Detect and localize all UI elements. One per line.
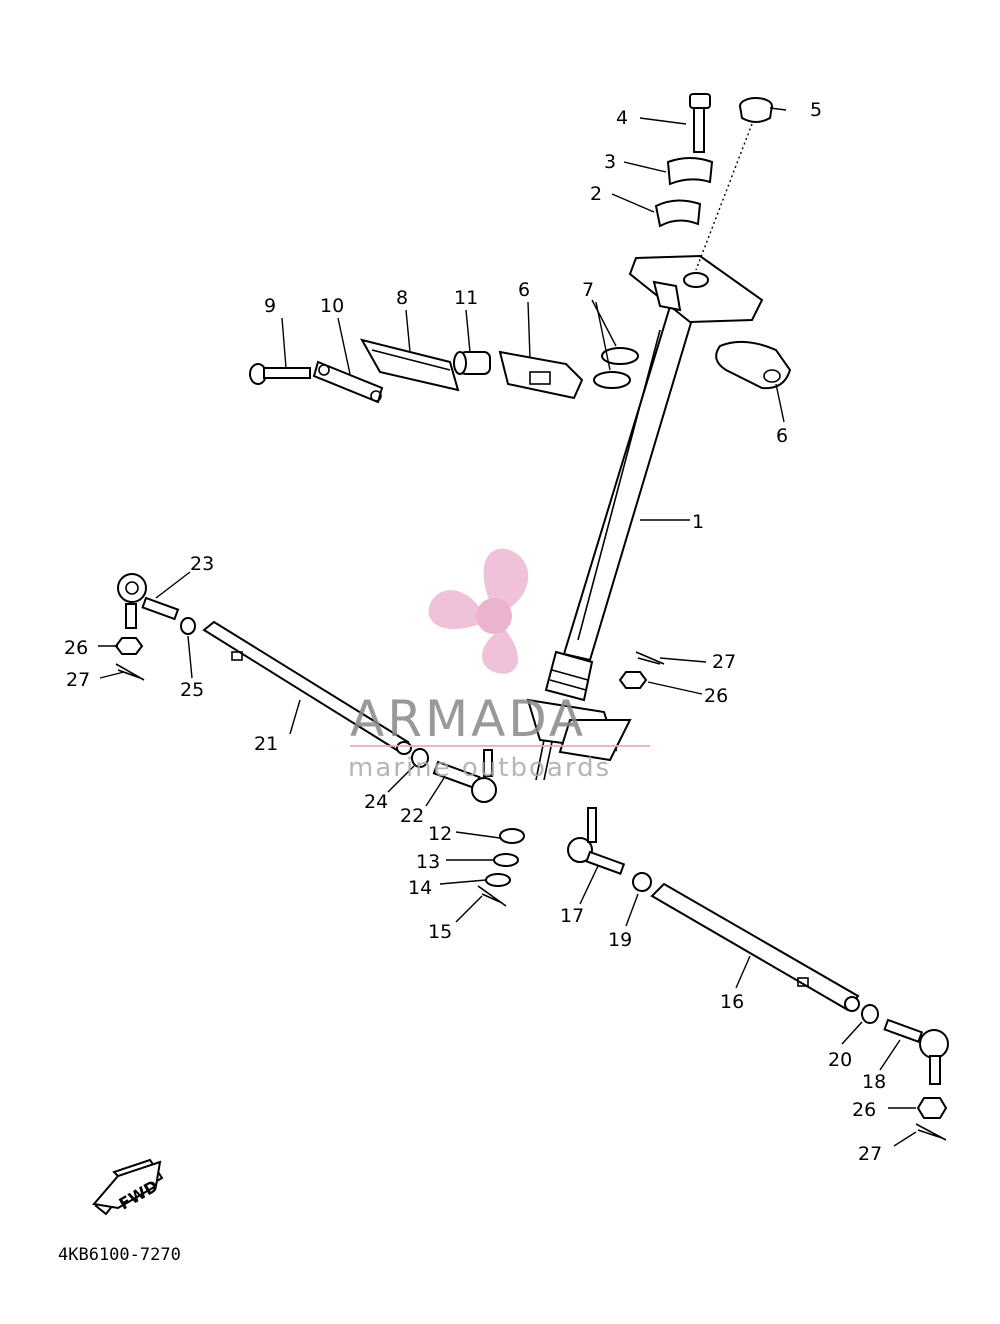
- nut-26-left[interactable]: [114, 637, 144, 655]
- callout-20: 20: [828, 1049, 852, 1071]
- cotter-pin-15[interactable]: [477, 885, 507, 907]
- cotter-pin-27-center[interactable]: [635, 651, 665, 665]
- callout-14: 14: [408, 877, 432, 899]
- callout-12: 12: [428, 823, 452, 845]
- cotter-pin-27-left[interactable]: [115, 663, 145, 681]
- nut-24[interactable]: [411, 748, 429, 768]
- callout-18: 18: [862, 1071, 886, 1093]
- clamp-6-left[interactable]: [498, 350, 584, 400]
- document-id: 4KB6100-7270: [58, 1245, 181, 1265]
- callout-8: 8: [396, 287, 408, 309]
- washer-14[interactable]: [485, 873, 511, 887]
- tie-rod-end-23[interactable]: [117, 573, 180, 629]
- bolt-9[interactable]: [249, 363, 311, 385]
- callout-27-right: 27: [858, 1143, 882, 1165]
- callout-17: 17: [560, 905, 584, 927]
- nut-20[interactable]: [861, 1004, 879, 1024]
- callout-27-left: 27: [66, 669, 90, 691]
- callout-6-right: 6: [776, 425, 788, 447]
- callout-13: 13: [416, 851, 440, 873]
- callout-26-right: 26: [852, 1099, 876, 1121]
- plate-8[interactable]: [359, 338, 460, 392]
- callout-26-center: 26: [704, 685, 728, 707]
- callout-7: 7: [582, 279, 594, 301]
- callout-3: 3: [604, 151, 616, 173]
- callout-4: 4: [616, 107, 628, 129]
- nut-19[interactable]: [632, 872, 652, 892]
- callout-19: 19: [608, 929, 632, 951]
- callout-27-center: 27: [712, 651, 736, 673]
- tie-rod-end-18[interactable]: [883, 1018, 949, 1085]
- leader-lines: [98, 107, 917, 1147]
- collar-lower-half[interactable]: [654, 199, 702, 228]
- washer-25[interactable]: [180, 617, 196, 635]
- callout-23: 23: [190, 553, 214, 575]
- callout-16: 16: [720, 991, 744, 1013]
- bolt[interactable]: [689, 93, 711, 153]
- steering-column-plate[interactable]: [628, 254, 764, 324]
- callout-6-left: 6: [518, 279, 530, 301]
- nut-12[interactable]: [499, 828, 525, 844]
- callout-24: 24: [364, 791, 388, 813]
- watermark: ARMADA marine outboards: [348, 548, 650, 783]
- propeller-logo-icon: [428, 548, 529, 674]
- nut-26-right[interactable]: [916, 1097, 948, 1119]
- callout-5: 5: [810, 99, 822, 121]
- callout-2: 2: [590, 183, 602, 205]
- callout-1: 1: [692, 511, 704, 533]
- cotter-pin-27-right[interactable]: [915, 1123, 947, 1141]
- callout-11: 11: [454, 287, 478, 309]
- tie-rod-end-22[interactable]: [432, 749, 497, 803]
- nut-26-center[interactable]: [618, 671, 648, 689]
- callout-26-left: 26: [64, 637, 88, 659]
- collar-upper-half[interactable]: [666, 157, 714, 186]
- watermark-tagline: marine outboards: [348, 753, 611, 783]
- steering-shaft[interactable]: [526, 298, 698, 781]
- collar-11[interactable]: [453, 351, 491, 375]
- tie-rod-end-17[interactable]: [567, 807, 626, 875]
- callout-10: 10: [320, 295, 344, 317]
- watermark-brand: ARMADA: [350, 690, 586, 748]
- callout-9: 9: [264, 295, 276, 317]
- callout-21: 21: [254, 733, 278, 755]
- callout-15: 15: [428, 921, 452, 943]
- bushing-7[interactable]: [593, 347, 639, 389]
- clamp-right[interactable]: [715, 340, 792, 390]
- lock-washer-10[interactable]: [312, 360, 384, 404]
- callout-25: 25: [180, 679, 204, 701]
- fwd-direction-arrow: FWD: [92, 1158, 164, 1216]
- washer-13[interactable]: [493, 853, 519, 867]
- cap[interactable]: [739, 97, 773, 123]
- callout-labels: 1 2 3 4 5 6 6 7 8 9 10 11 12 13 14 15 16…: [64, 99, 886, 1165]
- callout-22: 22: [400, 805, 424, 827]
- tie-rod-16[interactable]: [650, 882, 860, 1012]
